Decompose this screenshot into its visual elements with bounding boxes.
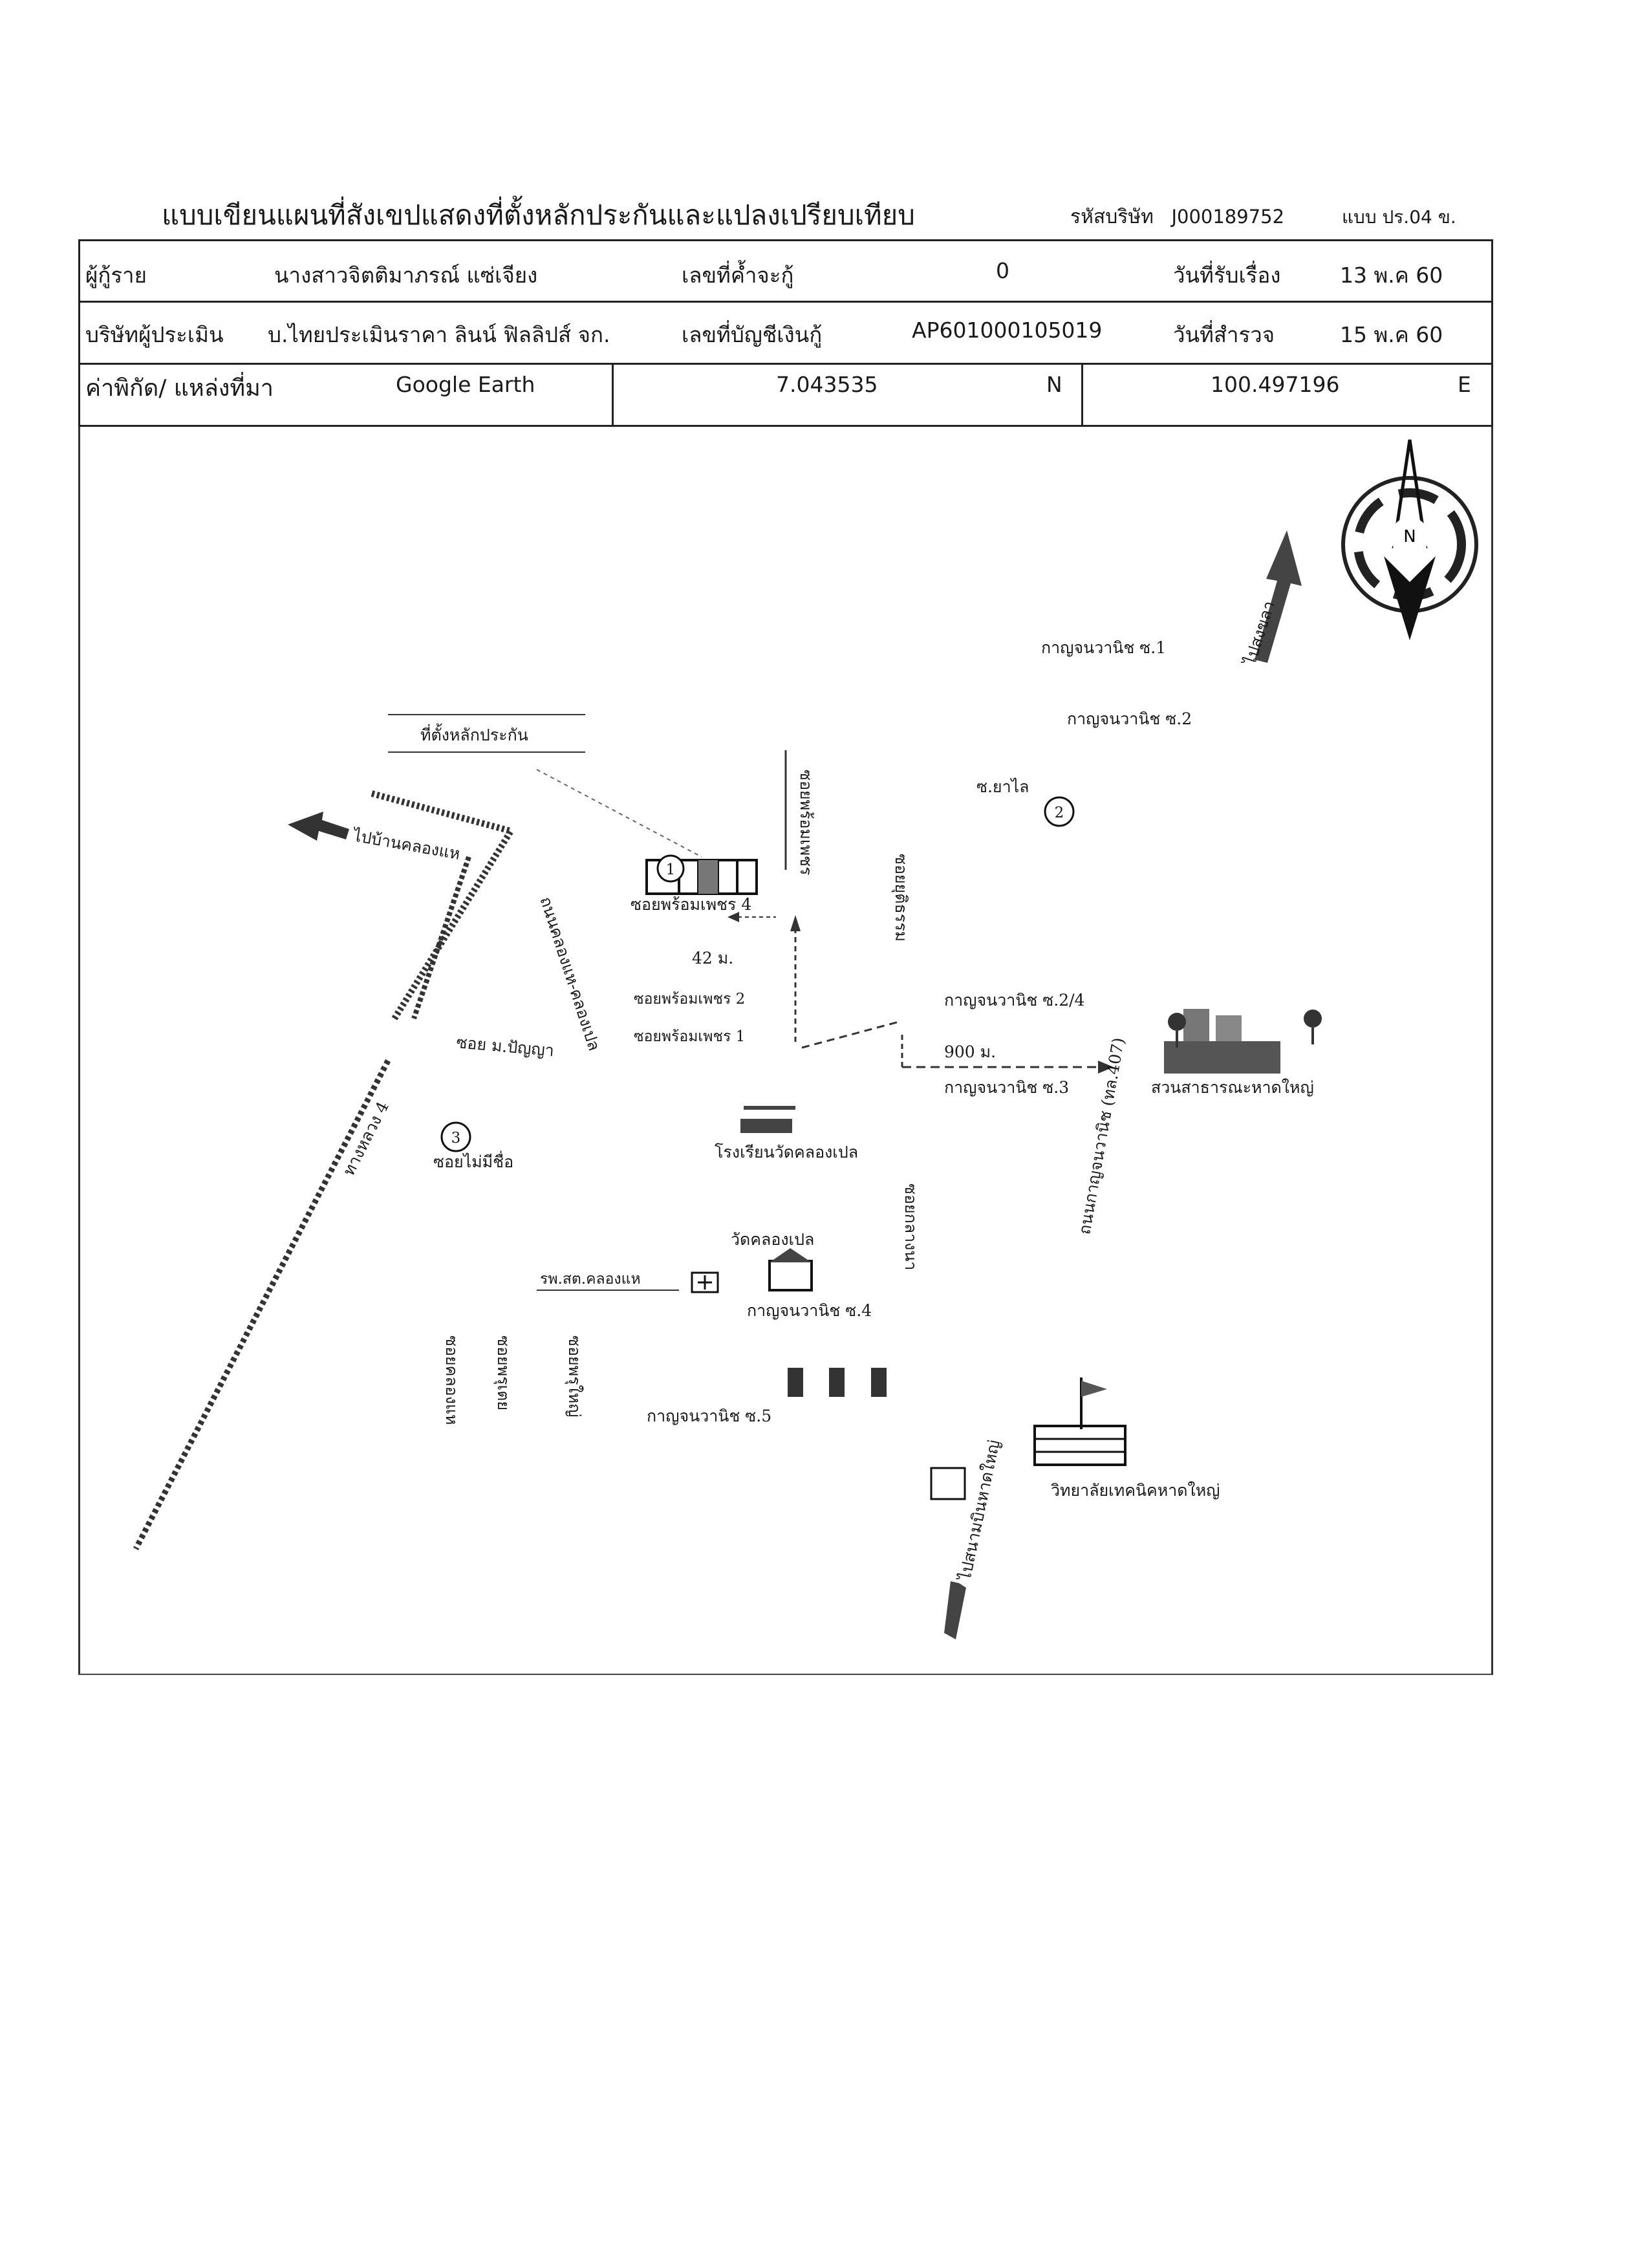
to-ban-khlong-arrow: ไปบ้านคลองแห	[288, 812, 462, 863]
appraiser-name: บ.ไทยประเมินราคา ลินน์ ฟิลลิปส์ จก.	[268, 322, 610, 347]
soi-center-label: ซอยกลางนา	[901, 1183, 920, 1270]
company-code-label: รหัสบริษัท	[1070, 206, 1154, 228]
form-number: แบบ ปร.04 ข.	[1342, 206, 1456, 228]
soi-yut-label: ซอยยุติธรรม	[891, 854, 911, 942]
public-park-label: สวนสาธารณะหาดใหญ่	[1151, 1078, 1314, 1097]
compass-icon: N	[1341, 439, 1478, 640]
school-label: โรงเรียนวัดคลองเปล	[715, 1143, 858, 1161]
temple-label: วัดคลองเปล	[731, 1230, 814, 1249]
soi-phrompet-1-label: ซอยพร้อมเพชร 1	[634, 1028, 745, 1045]
soi-c-label: ซอยพรุใหญ่	[565, 1335, 584, 1418]
kanchanawanit-5-icons	[788, 1368, 887, 1397]
kanchanawanit-5-label: กาญจนวานิช ซ.5	[647, 1407, 771, 1425]
small-building-icon	[930, 1467, 966, 1500]
college-label: วิทยาลัยเทคนิคหาดใหญ่	[1051, 1481, 1220, 1500]
collateral-no-label: เลขที่ค้ำจะกู้	[682, 263, 794, 288]
latitude-direction: N	[1046, 372, 1062, 397]
coord-source: Google Earth	[396, 372, 535, 397]
appraisal-no-label: เลขที่บัญชีเงินกู้	[682, 322, 823, 347]
survey-date-label: วันที่สำรวจ	[1173, 322, 1275, 347]
temple-icon	[768, 1248, 813, 1291]
survey-date: 15 พ.ค 60	[1340, 322, 1443, 347]
appraisal-no: AP601000105019	[912, 318, 1103, 343]
soi-a-label: ซอยคลองแห	[442, 1335, 461, 1425]
table-divider	[612, 363, 614, 425]
soi-phrompet-2-label: ซอยพร้อมเพชร 2	[634, 991, 745, 1008]
soi-b-label: ซอยพรุเตย	[493, 1335, 513, 1410]
soi-phrompet-4-label: ซอยพร้อมเพชร 4	[630, 895, 751, 914]
marker-1	[656, 854, 685, 883]
collateral-no: 0	[996, 258, 1009, 283]
kanchanawanit-24-label: กาญจนวานิช ซ.2/4	[944, 991, 1084, 1010]
hospital-label: รพ.สต.คลองแห	[540, 1271, 641, 1288]
company-code-value: J000189752	[1171, 206, 1285, 228]
document-title: แบบเขียนแผนที่สังเขปแสดงที่ตั้งหลักประกั…	[162, 199, 915, 231]
table-divider	[1081, 363, 1083, 425]
road-khlong-label: ถนนคลองแห-คลองเปล	[536, 894, 603, 1053]
soi-3-label: ซอยไม่มีชื่อ	[433, 1150, 513, 1171]
marker-2	[1044, 796, 1075, 827]
longitude: 100.497196	[1211, 372, 1340, 397]
received-date: 13 พ.ค 60	[1340, 263, 1443, 288]
company-code-row: รหัสบริษัท J000189752	[1070, 202, 1284, 232]
received-date-label: วันที่รับเรื่อง	[1173, 263, 1281, 288]
kanchanawanit-1-label: กาญจนวานิช ซ.1	[1041, 638, 1166, 657]
soi-phrompet-label: ซอยพร้อมเพชร	[797, 770, 815, 875]
compass-letter: N	[1403, 527, 1416, 546]
collateral-site-label: ที่ตั้งหลักประกัน	[420, 723, 528, 744]
borrower-name: นางสาวจิตติมาภรณ์ แซ่เจียง	[274, 263, 538, 288]
distance-900-label: 900 ม.	[944, 1042, 996, 1061]
marker-3-number: 3	[451, 1130, 461, 1147]
longitude-direction: E	[1458, 372, 1471, 397]
table-divider	[80, 301, 1491, 303]
to-songkhla-arrow: ไปสงขลา	[1240, 530, 1302, 669]
to-airport-label: ไปสนามบินหาดใหญ่	[955, 1438, 1004, 1583]
college-icon	[1033, 1377, 1126, 1466]
marker-1-number: 1	[666, 861, 676, 878]
soi-yaklai-label: ซ.ยาไล	[976, 777, 1029, 796]
latitude: 7.043535	[776, 372, 878, 397]
soi-pannya-label: ซอย ม.ปัญญา	[455, 1033, 554, 1060]
distance-42-label: 42 ม.	[692, 949, 733, 967]
marker-3	[440, 1121, 471, 1152]
kanchanawanit-3-label: กาญจนวานิช ซ.3	[944, 1078, 1069, 1097]
map-frame	[78, 427, 1493, 1675]
coord-label: ค่าพิกัด/ แหล่งที่มา	[85, 375, 274, 402]
to-ban-khlong-label: ไปบ้านคลองแห	[350, 826, 462, 863]
kanchanawanit-4-label: กาญจนวานิช ซ.4	[747, 1301, 872, 1320]
appraiser-label: บริษัทผู้ประเมิน	[85, 322, 224, 347]
table-divider	[80, 363, 1491, 365]
borrower-label: ผู้กู้ราย	[85, 263, 147, 288]
park-icon	[1164, 1009, 1322, 1074]
info-table: ผู้กู้ราย นางสาวจิตติมาภรณ์ แซ่เจียง เลข…	[78, 239, 1493, 427]
kanchanawanit-2-label: กาญจนวานิช ซ.2	[1067, 709, 1192, 728]
school-icon	[740, 1106, 795, 1133]
marker-2-number: 2	[1055, 805, 1064, 821]
hospital-icon	[691, 1271, 719, 1293]
